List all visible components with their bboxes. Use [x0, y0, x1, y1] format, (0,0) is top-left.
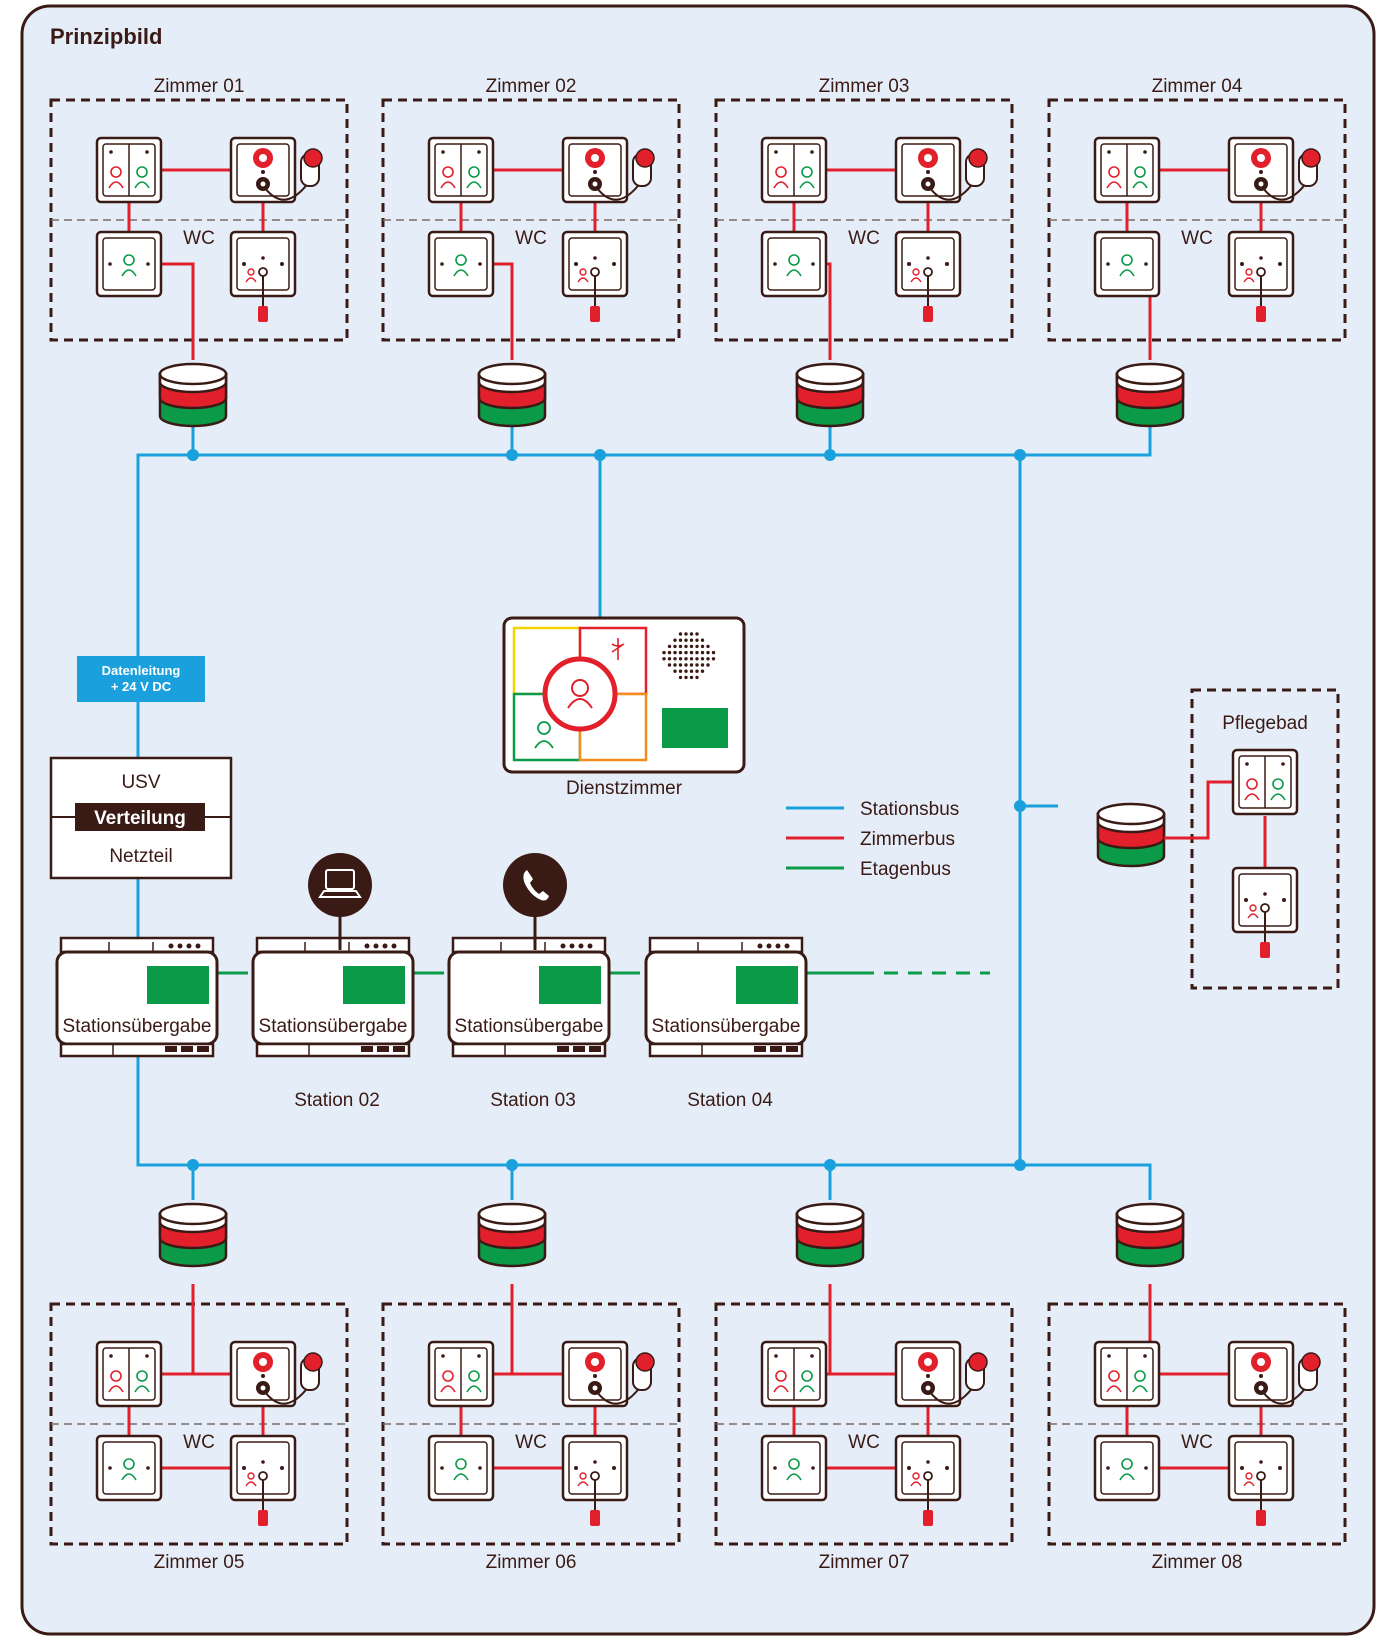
wc-label: WC [183, 1432, 215, 1453]
room-controller [795, 1202, 865, 1268]
room-controller [1115, 362, 1185, 428]
svg-text:+ 24 V DC: + 24 V DC [111, 679, 172, 694]
station-transfer-module [644, 936, 808, 1058]
distribution-label: Verteilung [94, 808, 186, 829]
room-label: Zimmer 08 [1152, 1552, 1243, 1573]
wc-label: WC [515, 228, 547, 249]
room-top-3: WC Zimmer 03 [714, 76, 1014, 428]
nurse-switch [760, 1434, 828, 1502]
room-bottom-4: WC Zimmer 08 [1047, 1202, 1347, 1573]
room-label: Zimmer 06 [486, 1552, 577, 1573]
wc-label: WC [183, 228, 215, 249]
psu-label: Netzteil [109, 846, 172, 867]
patient-nurse-switch [760, 136, 828, 204]
patient-nurse-switch [1093, 1340, 1161, 1408]
room-label: Zimmer 04 [1152, 76, 1243, 97]
legend-label: Zimmerbus [860, 829, 955, 850]
legend-label: Etagenbus [860, 859, 951, 880]
nurse-switch [427, 1434, 495, 1502]
room-top-4: WC Zimmer 04 [1047, 76, 1347, 428]
station-module-label: Stationsübergabe [652, 1016, 801, 1037]
room-controller [158, 362, 228, 428]
patient-nurse-switch [95, 1340, 163, 1408]
patient-nurse-switch [760, 1340, 828, 1408]
station-transfer-module [447, 936, 611, 1058]
duty-room-label: Dienstzimmer [566, 778, 683, 799]
room-label: Zimmer 05 [154, 1552, 245, 1573]
ups-label: USV [121, 772, 160, 793]
computer-icon [308, 853, 372, 950]
station-module-label: Stationsübergabe [259, 1016, 408, 1037]
station-module-label: Stationsübergabe [63, 1016, 212, 1037]
station-module-1: Stationsübergabe [55, 936, 219, 1058]
patient-nurse-switch [427, 1340, 495, 1408]
patient-nurse-switch [1093, 136, 1161, 204]
nurse-switch [1093, 230, 1161, 298]
nurse-switch [95, 230, 163, 298]
room-controller [477, 362, 547, 428]
room-label: Zimmer 07 [819, 1552, 910, 1573]
phone-icon [503, 853, 567, 950]
wc-label: WC [1181, 228, 1213, 249]
nurse-switch [1093, 1434, 1161, 1502]
patient-nurse-switch [95, 136, 163, 204]
room-label: Zimmer 01 [154, 76, 245, 97]
patient-nurse-switch [427, 136, 495, 204]
station-label: Station 04 [687, 1090, 773, 1111]
station-label: Station 03 [490, 1090, 576, 1111]
data-line-label: Datenleitung + 24 V DC [77, 656, 205, 702]
care-bath: Pflegebad [1096, 688, 1340, 990]
wc-label: WC [515, 1432, 547, 1453]
room-label: Zimmer 02 [486, 76, 577, 97]
wc-label: WC [1181, 1432, 1213, 1453]
room-bottom-1: WC Zimmer 05 [49, 1202, 349, 1573]
nurse-switch [427, 230, 495, 298]
room-label: Zimmer 03 [819, 76, 910, 97]
power-box: USV Verteilung Netzteil [49, 756, 233, 880]
station-module-label: Stationsübergabe [455, 1016, 604, 1037]
room-top-1: WC Zimmer 01 [49, 76, 349, 428]
station-label: Station 02 [294, 1090, 380, 1111]
bus-junctions [187, 449, 1026, 1171]
room-controller [1115, 1202, 1185, 1268]
wc-label: WC [848, 228, 880, 249]
room-bottom-3: WC Zimmer 07 [714, 1202, 1014, 1573]
station-transfer-module [251, 936, 415, 1058]
room-controller [795, 362, 865, 428]
room-bottom-2: WC Zimmer 06 [381, 1202, 681, 1573]
station-transfer-module [55, 936, 219, 1058]
room-top-2: WC Zimmer 02 [381, 76, 681, 428]
duty-room-panel [502, 616, 746, 774]
wc-label: WC [848, 1432, 880, 1453]
room-controller [477, 1202, 547, 1268]
room-controller [158, 1202, 228, 1268]
svg-text:Datenleitung: Datenleitung [102, 663, 181, 678]
diagram-title: Prinzipbild [50, 24, 162, 49]
nurse-switch [95, 1434, 163, 1502]
legend-label: Stationsbus [860, 799, 959, 820]
care-bath-label: Pflegebad [1222, 713, 1308, 734]
nurse-switch [760, 230, 828, 298]
diagram-frame [20, 4, 1376, 1636]
